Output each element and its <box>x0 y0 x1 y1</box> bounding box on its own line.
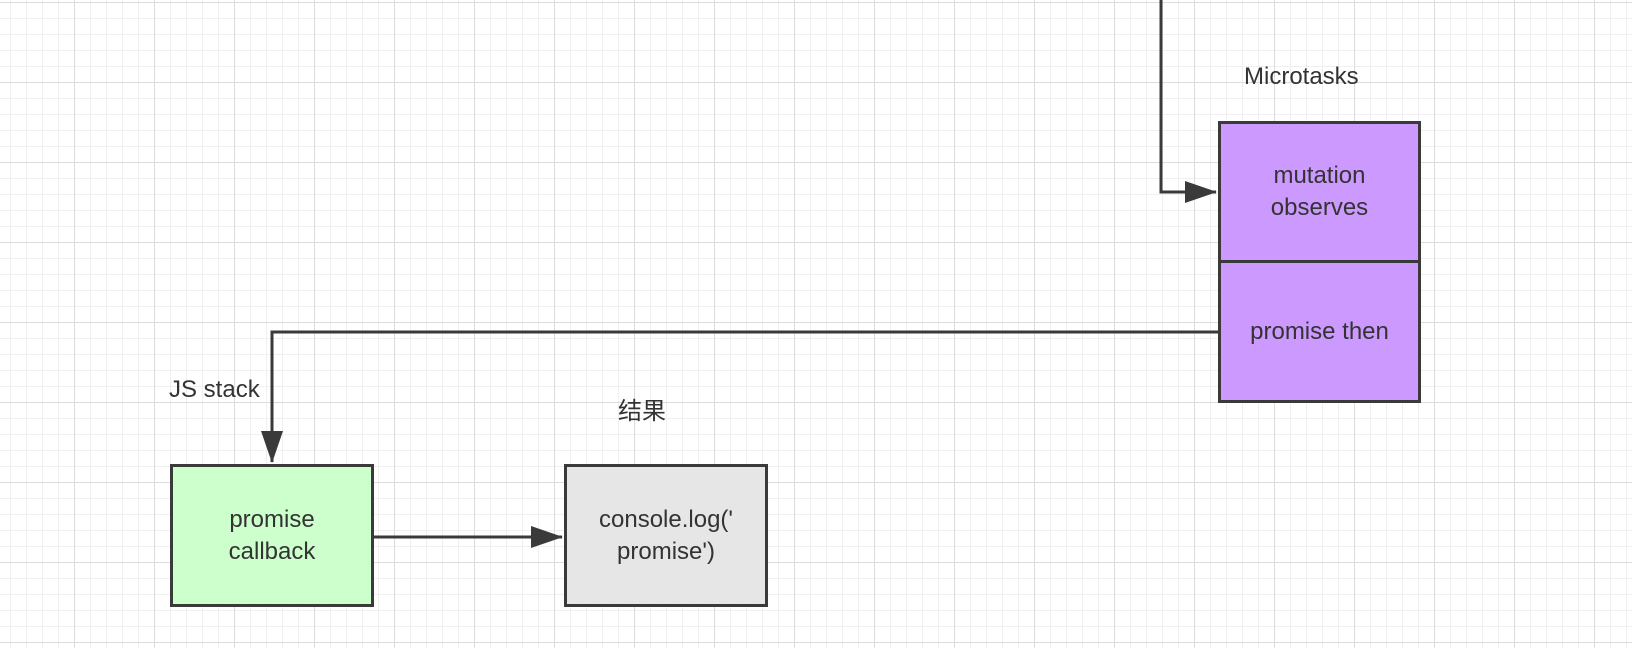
result-console-log: console.log(' promise') <box>564 464 768 607</box>
result-label: 结果 <box>618 398 666 425</box>
microtasks-label: Microtasks <box>1244 63 1359 90</box>
arrow-promise-then-to-callback <box>261 330 1218 463</box>
microtask-promise-then: promise then <box>1218 260 1421 403</box>
js-stack-label: JS stack <box>169 376 260 403</box>
js-stack-promise-callback: promise callback <box>170 464 374 607</box>
microtask-mutation-observes: mutation observes <box>1218 121 1421 263</box>
arrow-into-microtasks <box>1159 0 1217 203</box>
